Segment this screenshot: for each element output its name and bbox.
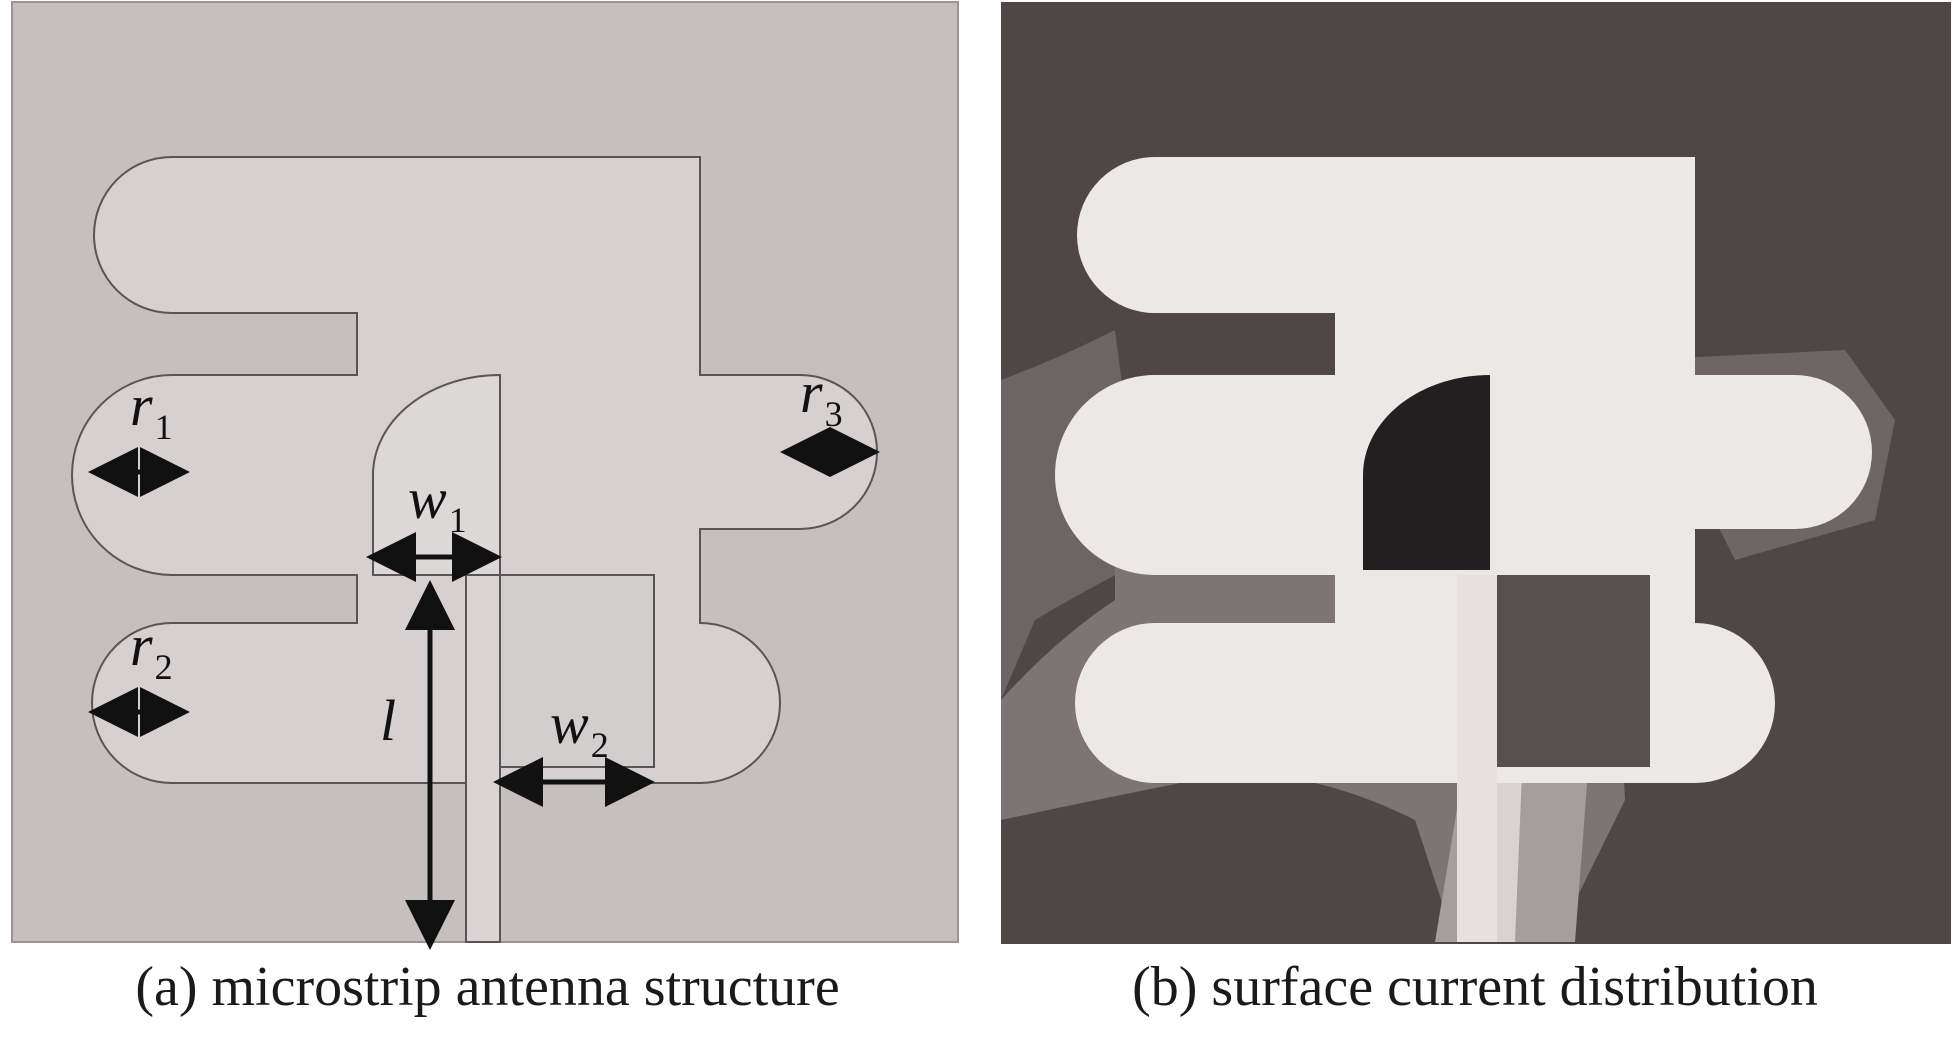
panel-antenna-structure: r1 r2 r3 w1 w2 l (a) microstrip antenna … [0, 0, 975, 1041]
label-w1: w1 [408, 466, 467, 540]
caption-panel-b: (b) surface current distribution [1132, 956, 1818, 1018]
feed-line-current [1457, 575, 1497, 942]
surface-current-map [1001, 2, 1951, 944]
label-r1: r1 [130, 373, 173, 447]
label-w2: w2 [550, 691, 609, 765]
feed-line [465, 574, 501, 943]
antenna-structure-diagram: r1 r2 r3 w1 w2 l [11, 1, 959, 950]
panel-surface-current: (b) surface current distribution [995, 0, 1955, 1041]
label-l: l [380, 688, 396, 753]
label-r3: r3 [800, 360, 843, 434]
notch-current [1465, 575, 1650, 767]
slot-current [1363, 375, 1490, 570]
label-r2: r2 [130, 613, 173, 687]
caption-panel-a: (a) microstrip antenna structure [135, 956, 840, 1018]
slot-region [372, 373, 501, 576]
